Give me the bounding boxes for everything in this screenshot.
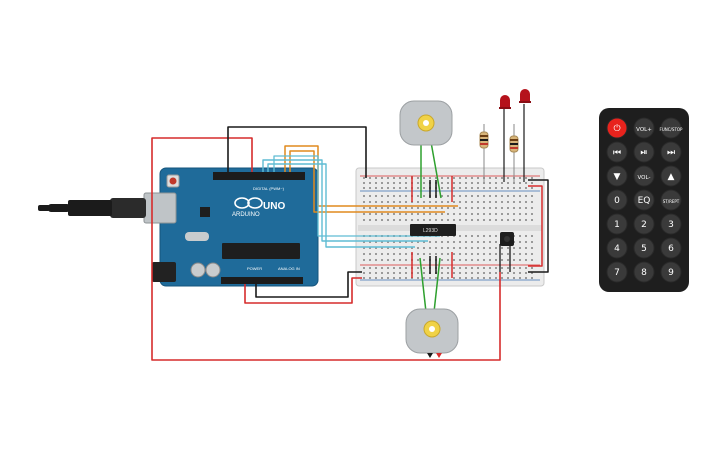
digital-pins-label: DIGITAL (PWM~) <box>253 186 285 191</box>
driver-chip-label: L293D <box>423 228 438 234</box>
l293d-driver-chip[interactable]: L293D <box>410 224 456 236</box>
remote-button-label: VOL+ <box>636 127 652 133</box>
remote-button-label: ▼ <box>614 172 621 182</box>
remote-button-label: ▲ <box>668 172 675 182</box>
remote-button-label: 1 <box>614 220 620 230</box>
power-pins-label: POWER <box>247 266 262 271</box>
dc-motor-top[interactable] <box>399 100 453 146</box>
remote-button-zero[interactable]: 0 <box>606 189 628 211</box>
remote-button-label: 3 <box>668 220 674 230</box>
power-analog-header[interactable] <box>221 277 303 284</box>
arduino-model-label: UNO <box>263 201 285 212</box>
wires[interactable] <box>151 104 549 361</box>
remote-button-four[interactable]: 4 <box>606 237 628 259</box>
remote-button-label: 4 <box>614 244 620 254</box>
ir-receiver[interactable] <box>500 232 514 246</box>
led-red-1[interactable] <box>499 95 511 109</box>
remote-button-nine[interactable]: 9 <box>660 261 682 283</box>
resistor-1[interactable] <box>479 124 489 182</box>
wire-red-ground-loop <box>151 137 501 361</box>
remote-button-label: ST/REPT <box>663 199 680 204</box>
wire-black-top <box>227 126 367 178</box>
remote-button-play-pause[interactable]: ⏯ <box>633 141 655 163</box>
led-red-2[interactable] <box>519 89 531 103</box>
wire-green-motor-bottom-1 <box>419 257 427 313</box>
remote-button-label: EQ <box>638 196 651 206</box>
remote-button-prev[interactable]: ⏮ <box>606 141 628 163</box>
wire-cyan-2 <box>267 163 415 248</box>
wire-cyan-1 <box>262 159 428 242</box>
wire-green-motor-bottom-2 <box>433 257 441 313</box>
ir-remote[interactable]: ⏻ VOL+ FUNC/STOP ⏮ ⏯ ⏭ ▼ VOL- ▲ 0 EQ ST/REPT 1 2 3 4 5 6 7… <box>599 108 689 292</box>
remote-button-five[interactable]: 5 <box>633 237 655 259</box>
arduino-logo <box>234 197 263 209</box>
remote-button-six[interactable]: 6 <box>660 237 682 259</box>
wire-orange-1 <box>284 145 458 207</box>
remote-button-label: 2 <box>641 220 647 230</box>
remote-button-eight[interactable]: 8 <box>633 261 655 283</box>
wire-green-motor-top-2 <box>430 141 442 199</box>
usb-connector <box>143 192 177 224</box>
remote-button-st-rept[interactable]: ST/REPT <box>660 189 682 211</box>
remote-button-vol-plus[interactable]: VOL+ <box>633 117 655 139</box>
dc-motor-bottom[interactable] <box>405 308 459 358</box>
remote-button-label: ⏮ <box>613 148 621 158</box>
wire-red-power <box>244 277 362 304</box>
remote-button-label: 7 <box>614 268 620 278</box>
arduino-uno-board[interactable]: ARDUINO UNO DIGITAL (PWM~) POWER ANALOG … <box>38 167 319 287</box>
wire-black-right <box>528 179 549 273</box>
wire-red-right <box>528 185 543 267</box>
remote-button-label: 9 <box>668 268 674 278</box>
digital-header[interactable] <box>213 172 305 180</box>
arduino-brand-label: ARDUINO <box>232 212 260 218</box>
remote-button-label: 5 <box>641 244 647 254</box>
remote-button-power[interactable]: ⏻ <box>606 117 628 139</box>
reset-button[interactable] <box>169 177 177 185</box>
analog-pins-label: ANALOG IN <box>278 266 300 271</box>
breadboard-holes <box>363 177 533 279</box>
remote-button-three[interactable]: 3 <box>660 213 682 235</box>
wire-cyan-3 <box>273 155 440 237</box>
remote-button-eq[interactable]: EQ <box>633 189 655 211</box>
remote-button-label: FUNC/STOP <box>660 127 683 132</box>
remote-button-label: 8 <box>641 268 647 278</box>
wire-orange-2 <box>289 150 445 213</box>
resistor-2[interactable] <box>509 124 519 182</box>
remote-button-label: ⏭ <box>667 148 675 158</box>
wire-black-gnd <box>255 271 362 298</box>
remote-button-next[interactable]: ⏭ <box>660 141 682 163</box>
remote-button-label: 0 <box>614 196 620 206</box>
usb-cable[interactable] <box>38 198 146 218</box>
remote-button-label: ⏯ <box>640 148 647 158</box>
remote-button-label: 6 <box>668 244 674 254</box>
remote-button-func-stop[interactable]: FUNC/STOP <box>660 117 683 139</box>
atmega-chip <box>222 243 300 259</box>
remote-button-two[interactable]: 2 <box>633 213 655 235</box>
remote-button-label: VOL- <box>638 175 651 181</box>
remote-button-seven[interactable]: 7 <box>606 261 628 283</box>
remote-button-vol-minus[interactable]: VOL- <box>633 165 655 187</box>
remote-button-up[interactable]: ▲ <box>660 165 682 187</box>
remote-button-one[interactable]: 1 <box>606 213 628 235</box>
remote-button-down[interactable]: ▼ <box>606 165 628 187</box>
remote-button-label: ⏻ <box>613 123 620 134</box>
